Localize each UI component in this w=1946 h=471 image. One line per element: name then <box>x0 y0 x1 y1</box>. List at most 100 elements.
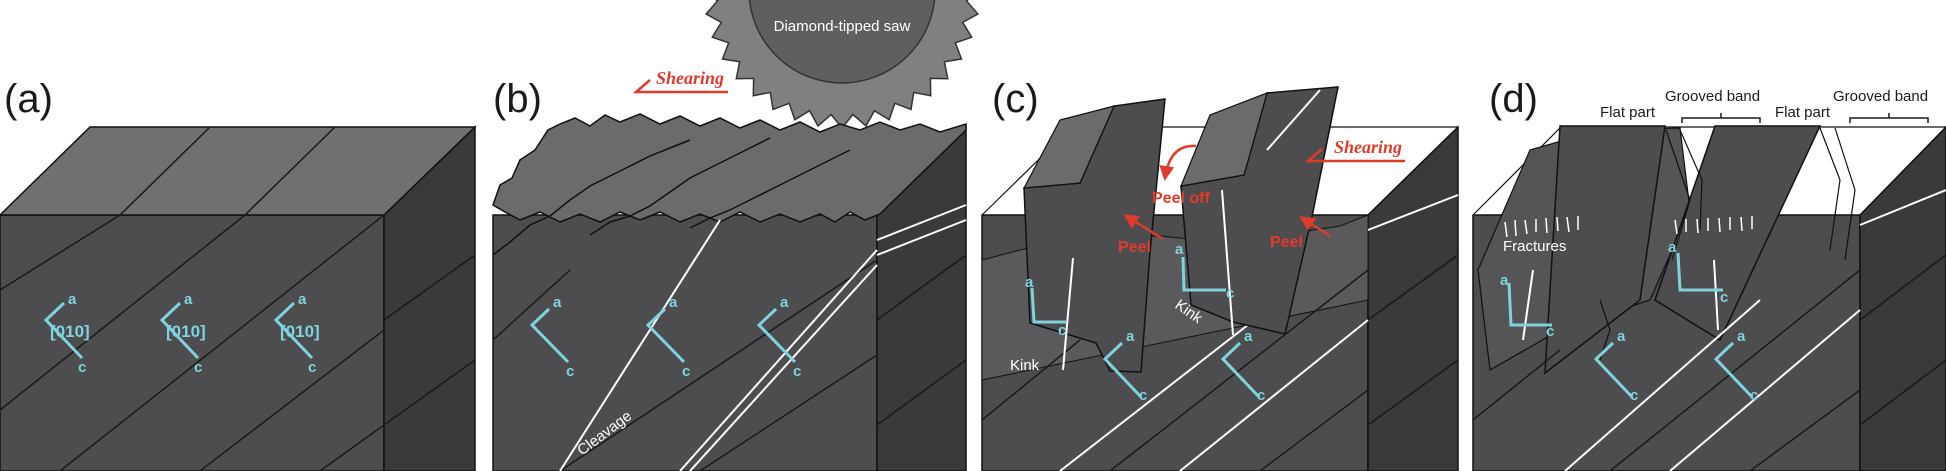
axis-d4-arrows <box>1713 341 1754 399</box>
shearing-arrow-b: Shearing <box>632 68 728 94</box>
axis-b1-arrows <box>529 307 570 364</box>
peel-arrow-2 <box>1299 216 1331 238</box>
cleavage-traces-b <box>492 254 967 471</box>
fracture-marks-left <box>1504 216 1579 238</box>
shearing-arrow-c: Shearing <box>1304 137 1405 163</box>
axis-a3-miller: [010] <box>280 322 320 341</box>
slab-white-lines-c <box>1062 89 1321 371</box>
fracture-marks-right <box>1674 216 1753 235</box>
peeled-slab-right-top <box>1180 92 1268 187</box>
flat-part-label-1: Flat part <box>1600 104 1656 121</box>
cleavage-white-lines-b <box>559 204 967 471</box>
saw-label: Diamond-tipped saw <box>774 18 911 35</box>
axis-d3-c: c <box>1630 387 1638 404</box>
axis-c1-a: a <box>1025 274 1034 291</box>
peeled-slab-left-top <box>1022 105 1116 189</box>
axis-c3-a: a <box>1126 328 1135 345</box>
diamond-tipped-saw: Diamond-tipped saw <box>704 0 980 130</box>
axis-b2-c: c <box>682 363 690 380</box>
axis-c3-arrows <box>1102 341 1143 399</box>
axis-set-d2: a c <box>1668 239 1728 306</box>
axis-d2-arrows <box>1676 252 1723 292</box>
axis-c1-c: c <box>1058 322 1066 339</box>
axis-set-c2: a c <box>1175 241 1234 302</box>
axis-a3-arrows <box>273 301 314 360</box>
flat-part-left-block <box>1544 125 1666 375</box>
axis-a1-c: c <box>78 359 86 376</box>
axis-set-b2: a c <box>645 294 690 380</box>
axis-c3-c: c <box>1139 387 1147 404</box>
panel-d-label: (d) <box>1489 77 1538 121</box>
axis-d1-arrows <box>1507 282 1552 327</box>
shearing-arrow-b-line <box>632 79 728 94</box>
peel-label-2: Peel <box>1270 234 1303 251</box>
panel-d: (d) <box>1472 77 1946 471</box>
axis-b3-arrows <box>756 307 797 364</box>
axis-d4-a: a <box>1737 328 1746 345</box>
panel-b-label: (b) <box>493 77 542 121</box>
block-d: Fractures <box>1472 125 1946 471</box>
block-b: Cleavage <box>492 113 967 471</box>
axis-c4-c: c <box>1257 387 1265 404</box>
fractures-label: Fractures <box>1503 238 1566 255</box>
axis-b3-a: a <box>780 294 789 311</box>
axis-d1-c: c <box>1546 323 1554 340</box>
axis-b3-c: c <box>793 363 801 380</box>
axis-a2-c: c <box>194 359 202 376</box>
cleavage-white-lines-c <box>1059 194 1459 471</box>
block-c-side-face <box>1367 125 1459 471</box>
kink-label-1: Kink <box>1010 357 1040 374</box>
saw-hub <box>748 0 936 84</box>
block-c: Kink Kink <box>981 86 1459 471</box>
axis-a2-a: a <box>184 291 193 308</box>
axis-c2-a: a <box>1175 241 1184 258</box>
peel-label-1: Peel <box>1118 239 1151 256</box>
axis-set-b1: a c <box>529 294 574 380</box>
axis-a1-a: a <box>68 291 77 308</box>
flat-part-label-2: Flat part <box>1775 104 1831 121</box>
panel-a: (a) a [010] c a <box>0 77 477 471</box>
panel-b: (b) Diamond-tipped saw <box>492 0 980 471</box>
axis-a3-a: a <box>298 291 307 308</box>
block-d-side-face <box>1859 125 1946 471</box>
axis-c2-arrows <box>1181 256 1226 292</box>
panel-a-label: (a) <box>4 77 53 121</box>
axis-set-d3: a c <box>1593 328 1638 404</box>
shearing-label-b: Shearing <box>656 68 724 88</box>
grooved-band-bracket-1 <box>1681 113 1761 123</box>
axis-c4-arrows <box>1220 341 1261 399</box>
axis-set-b3: a c <box>756 294 801 380</box>
panel-c-label: (c) <box>992 77 1039 121</box>
axis-a2-arrows <box>159 301 200 360</box>
axis-set-d4: a c <box>1713 328 1758 404</box>
axis-d4-c: c <box>1750 387 1758 404</box>
axis-b2-arrows <box>645 307 686 364</box>
axis-d2-c: c <box>1720 289 1728 306</box>
axis-set-d1: a c <box>1500 272 1554 340</box>
grooved-band-label-1: Grooved band <box>1665 88 1760 105</box>
grooved-band-bracket-2 <box>1849 113 1929 123</box>
axis-c4-a: a <box>1244 328 1253 345</box>
axis-d3-a: a <box>1617 328 1626 345</box>
axis-set-a1: a [010] c <box>43 291 90 376</box>
axis-a2-miller: [010] <box>166 322 206 341</box>
rough-surface-ridges <box>492 137 851 256</box>
peel-annotations: Peel off Peel Peel <box>1118 144 1331 256</box>
top-labels-d: Flat part Grooved band Flat part Grooved… <box>1600 88 1929 123</box>
panel-c: (c) <box>981 77 1459 471</box>
block-a-top-face <box>0 126 477 216</box>
peel-arrow-1 <box>1123 214 1164 241</box>
axis-a1-arrows <box>43 301 84 360</box>
axis-b2-a: a <box>669 294 678 311</box>
cleavage-white-lines-d <box>1522 189 1946 471</box>
grooved-band-label-2: Grooved band <box>1833 88 1928 105</box>
rough-cut-surface <box>492 113 967 223</box>
axis-d2-a: a <box>1668 239 1677 256</box>
peel-off-label: Peel off <box>1152 190 1210 207</box>
groove-ridges-d <box>1599 127 1856 361</box>
axis-c1-arrows <box>1030 287 1066 324</box>
axis-d3-arrows <box>1593 341 1634 399</box>
axis-set-c4: a c <box>1220 328 1265 404</box>
axis-set-a2: a [010] c <box>159 291 206 376</box>
